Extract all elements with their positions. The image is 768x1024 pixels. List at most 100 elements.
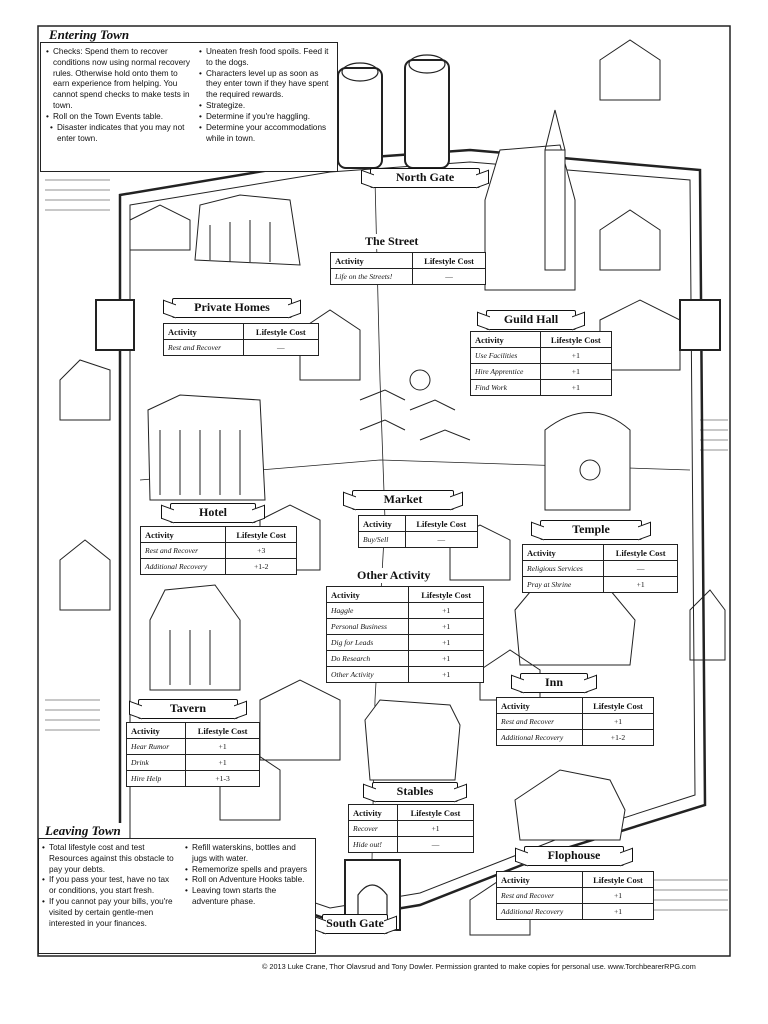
cost-cell: +1: [408, 634, 484, 651]
hotel-banner: Hotel: [170, 503, 256, 523]
activity-header: Activity: [470, 331, 541, 348]
cost-header: Lifestyle Cost: [242, 323, 320, 340]
leaving-item: Total lifestyle cost and test Resources …: [42, 843, 178, 875]
table-row: Rest and Recover+3: [139, 542, 297, 559]
table-row: Haggle+1: [325, 602, 484, 619]
entering-item: Strategize.: [199, 101, 333, 112]
activity-header: Activity: [163, 323, 244, 340]
private-homes-banner: Private Homes: [172, 298, 292, 318]
table-row: Pray at Shrine+1: [521, 576, 678, 593]
cost-header: Lifestyle Cost: [412, 252, 486, 269]
activity-cell: Additional Recovery: [139, 558, 227, 575]
leaving-town-title: Leaving Town: [42, 823, 124, 839]
cost-header: Lifestyle Cost: [225, 526, 297, 543]
activity-cell: Do Research: [325, 650, 410, 667]
cost-cell: +1: [185, 738, 260, 755]
leaving-item: Leaving town starts the adventure phase.: [185, 886, 311, 908]
entering-item: Determine your accommodations while in t…: [199, 123, 333, 145]
activity-header: Activity: [325, 586, 410, 603]
table-row: Hear Rumor+1: [125, 738, 260, 755]
cost-header: Lifestyle Cost: [603, 544, 678, 561]
cost-cell: +1: [581, 887, 655, 904]
activity-header: Activity: [358, 515, 406, 532]
activity-header: Activity: [521, 544, 605, 561]
activity-cell: Hide out!: [348, 836, 398, 853]
entering-item: Roll on the Town Events table.: [46, 112, 194, 123]
table-row: Hire Help+1-3: [125, 770, 260, 787]
cost-header: Lifestyle Cost: [396, 804, 475, 821]
cost-cell: +1: [408, 650, 484, 667]
leaving-item: If you cannot pay your bills, you're vis…: [42, 897, 178, 929]
guild-hall-banner: Guild Hall: [486, 310, 576, 330]
cost-cell: —: [396, 836, 475, 853]
table-row: Rest and Recover+1: [496, 887, 655, 904]
copyright-notice: © 2013 Luke Crane, Thor Olavsrud and Ton…: [262, 962, 696, 971]
cost-cell: +1: [408, 602, 484, 619]
table-row: Buy/Sell—: [358, 531, 479, 548]
activity-cell: Rest and Recover: [139, 542, 227, 559]
activity-cell: Drink: [125, 754, 187, 771]
cost-header: Lifestyle Cost: [539, 331, 613, 348]
activity-cell: Find Work: [470, 379, 541, 396]
cost-header: Lifestyle Cost: [404, 515, 479, 532]
entering-item: Characters level up as soon as they ente…: [199, 69, 333, 101]
cost-cell: +1-3: [185, 770, 260, 787]
activity-cell: Rest and Recover: [496, 713, 583, 730]
tavern-banner: Tavern: [138, 699, 238, 719]
cost-cell: +1: [581, 903, 655, 920]
activity-cell: Haggle: [325, 602, 410, 619]
cost-cell: —: [412, 268, 486, 285]
leaving-item: Roll on Adventure Hooks table.: [185, 875, 311, 886]
cost-cell: +1: [581, 713, 655, 730]
entering-town-box: Checks: Spend them to recover conditions…: [40, 42, 338, 172]
market-banner: Market: [352, 490, 454, 510]
activity-cell: Buy/Sell: [358, 531, 406, 548]
cost-cell: +1-2: [225, 558, 297, 575]
table-row: Use Facilities+1: [470, 347, 613, 364]
activity-cell: Religious Services: [521, 560, 605, 577]
table-row: Dig for Leads+1: [325, 634, 484, 651]
cost-cell: +1: [539, 347, 613, 364]
cost-cell: —: [242, 339, 320, 356]
activity-header: Activity: [139, 526, 227, 543]
entering-subitem: Disaster indicates that you may not ente…: [50, 123, 194, 145]
cost-cell: +1: [539, 363, 613, 380]
cost-cell: +1-2: [581, 729, 655, 746]
activity-cell: Hire Apprentice: [470, 363, 541, 380]
temple-banner: Temple: [540, 520, 642, 540]
stables-banner: Stables: [372, 782, 458, 802]
entering-item: Determine if you're haggling.: [199, 112, 333, 123]
table-row: Find Work+1: [470, 379, 613, 396]
leaving-town-col1: Total lifestyle cost and test Resources …: [42, 843, 178, 930]
activity-cell: Rest and Recover: [496, 887, 583, 904]
table-row: Additional Recovery+1: [496, 903, 655, 920]
north-gate-banner: North Gate: [370, 168, 480, 188]
cost-header: Lifestyle Cost: [185, 722, 260, 739]
table-row: Religious Services—: [521, 560, 678, 577]
table-row: Rest and Recover—: [163, 339, 320, 356]
table-row: Do Research+1: [325, 650, 484, 667]
cost-cell: +1: [539, 379, 613, 396]
activity-cell: Hear Rumor: [125, 738, 187, 755]
activity-cell: Dig for Leads: [325, 634, 410, 651]
activity-cell: Hire Help: [125, 770, 187, 787]
flophouse-banner: Flophouse: [524, 846, 624, 866]
cost-cell: +1: [603, 576, 678, 593]
table-row: Additional Recovery+1-2: [139, 558, 297, 575]
cost-header: Lifestyle Cost: [581, 697, 655, 714]
cost-cell: +1: [408, 666, 484, 683]
table-row: Life on the Streets!—: [329, 268, 486, 285]
activity-header: Activity: [496, 697, 583, 714]
entering-item: Uneaten fresh food spoils. Feed it to th…: [199, 47, 333, 69]
activity-cell: Pray at Shrine: [521, 576, 605, 593]
activity-header: Activity: [329, 252, 414, 269]
inn-banner: Inn: [520, 673, 588, 693]
